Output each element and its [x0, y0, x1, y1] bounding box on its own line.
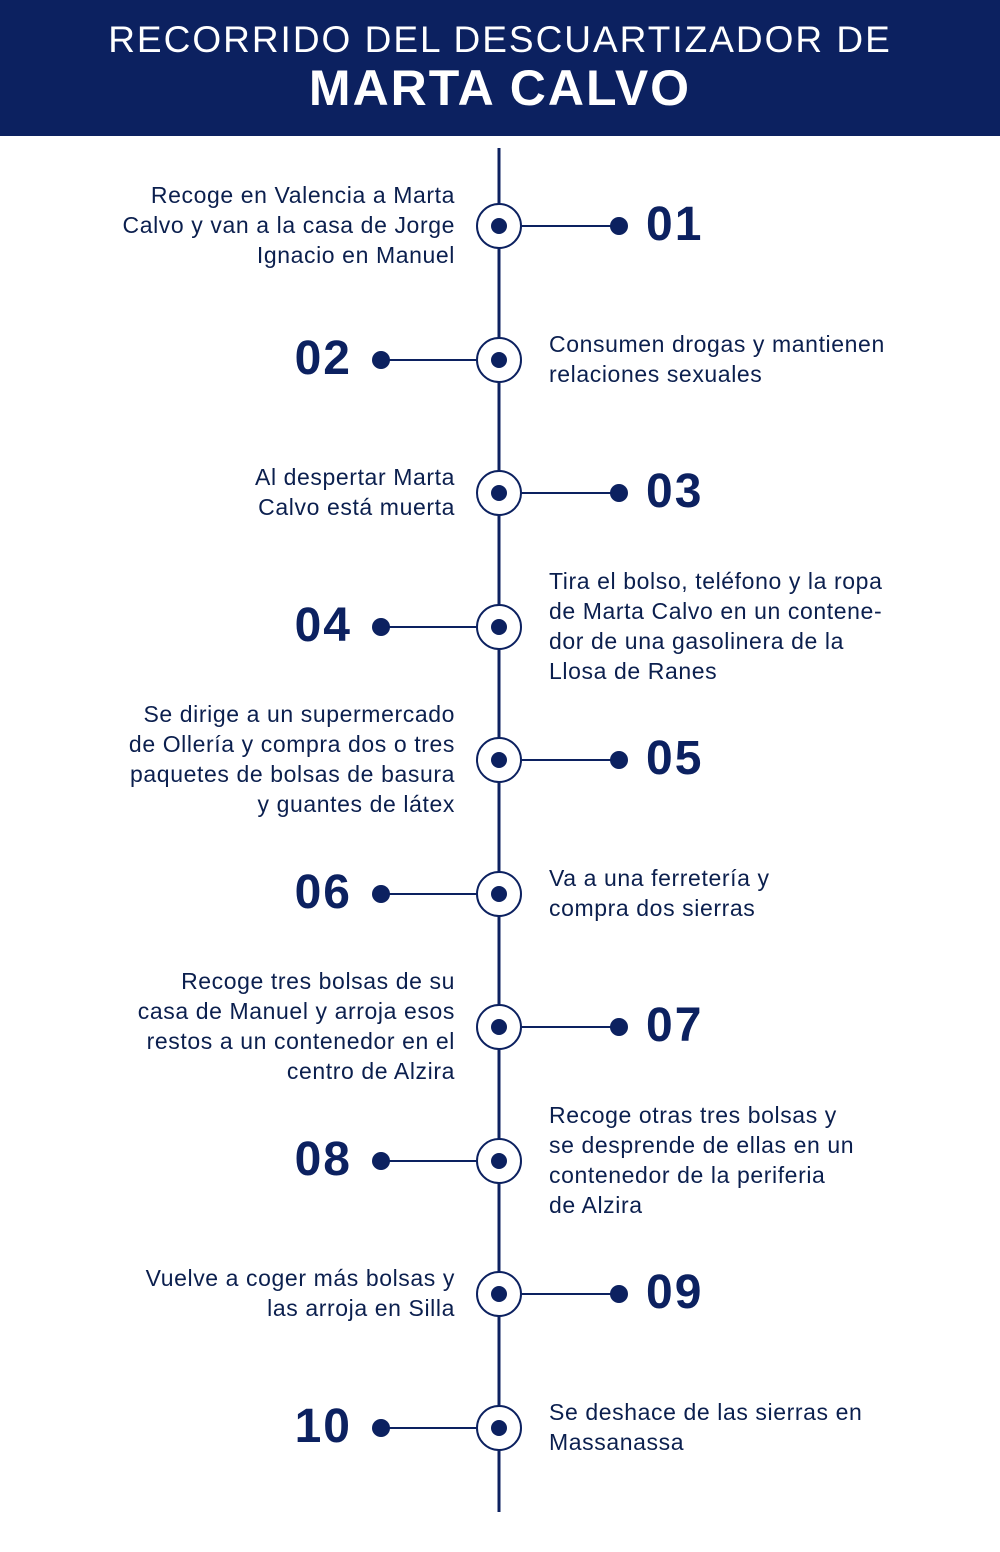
step-number: 07 [646, 999, 704, 1052]
step-marker [476, 1271, 628, 1317]
marker-dot [491, 619, 507, 635]
step-marker [476, 203, 628, 249]
marker-dot [491, 218, 507, 234]
connector-dot [372, 618, 390, 636]
step-description: Tira el bolso, teléfono y la ropa de Mar… [549, 568, 883, 684]
header-title: MARTA CALVO [308, 60, 692, 116]
connector-dot [372, 885, 390, 903]
step-marker [476, 737, 628, 783]
step-number: 05 [646, 732, 704, 785]
step-number: 10 [294, 1400, 352, 1453]
step-description: Recoge otras tres bolsas y se desprende … [549, 1102, 855, 1218]
step-number: 09 [646, 1266, 704, 1319]
step-number: 01 [646, 198, 704, 251]
step-marker [372, 337, 522, 383]
step-marker [372, 1138, 522, 1184]
marker-dot [491, 1420, 507, 1436]
connector-dot [610, 217, 628, 235]
marker-dot [491, 1153, 507, 1169]
step-description: Al despertar Marta Calvo está muerta [255, 464, 455, 520]
marker-dot [491, 352, 507, 368]
marker-dot [491, 485, 507, 501]
header-banner: RECORRIDO DEL DESCUARTIZADOR DE MARTA CA… [0, 0, 1000, 136]
header-subtitle: RECORRIDO DEL DESCUARTIZADOR DE [108, 19, 892, 60]
connector-dot [610, 1018, 628, 1036]
connector-dot [610, 484, 628, 502]
step-number: 03 [646, 465, 704, 518]
step-number: 08 [294, 1133, 352, 1186]
marker-dot [491, 886, 507, 902]
step-marker [476, 470, 628, 516]
step-description: Va a una ferretería y compra dos sierras [549, 865, 770, 921]
step-number: 04 [294, 599, 352, 652]
connector-dot [610, 1285, 628, 1303]
step-description: Vuelve a coger más bolsas y las arroja e… [145, 1265, 455, 1321]
step-description: Consumen drogas y mantienen relaciones s… [549, 331, 885, 387]
connector-dot [372, 1419, 390, 1437]
step-description: Recoge en Valencia a Marta Calvo y van a… [122, 182, 455, 268]
step-marker [372, 871, 522, 917]
connector-dot [610, 751, 628, 769]
marker-dot [491, 1286, 507, 1302]
step-description: Recoge tres bolsas de su casa de Manuel … [137, 968, 455, 1084]
step-marker [476, 1004, 628, 1050]
step-marker [372, 604, 522, 650]
marker-dot [491, 752, 507, 768]
step-marker [372, 1405, 522, 1451]
step-description: Se deshace de las sierras en Massanassa [549, 1399, 863, 1455]
marker-dot [491, 1019, 507, 1035]
step-number: 02 [294, 332, 352, 385]
connector-dot [372, 351, 390, 369]
step-number: 06 [294, 866, 352, 919]
step-description: Se dirige a un supermercado de Ollería y… [128, 701, 455, 817]
connector-dot [372, 1152, 390, 1170]
